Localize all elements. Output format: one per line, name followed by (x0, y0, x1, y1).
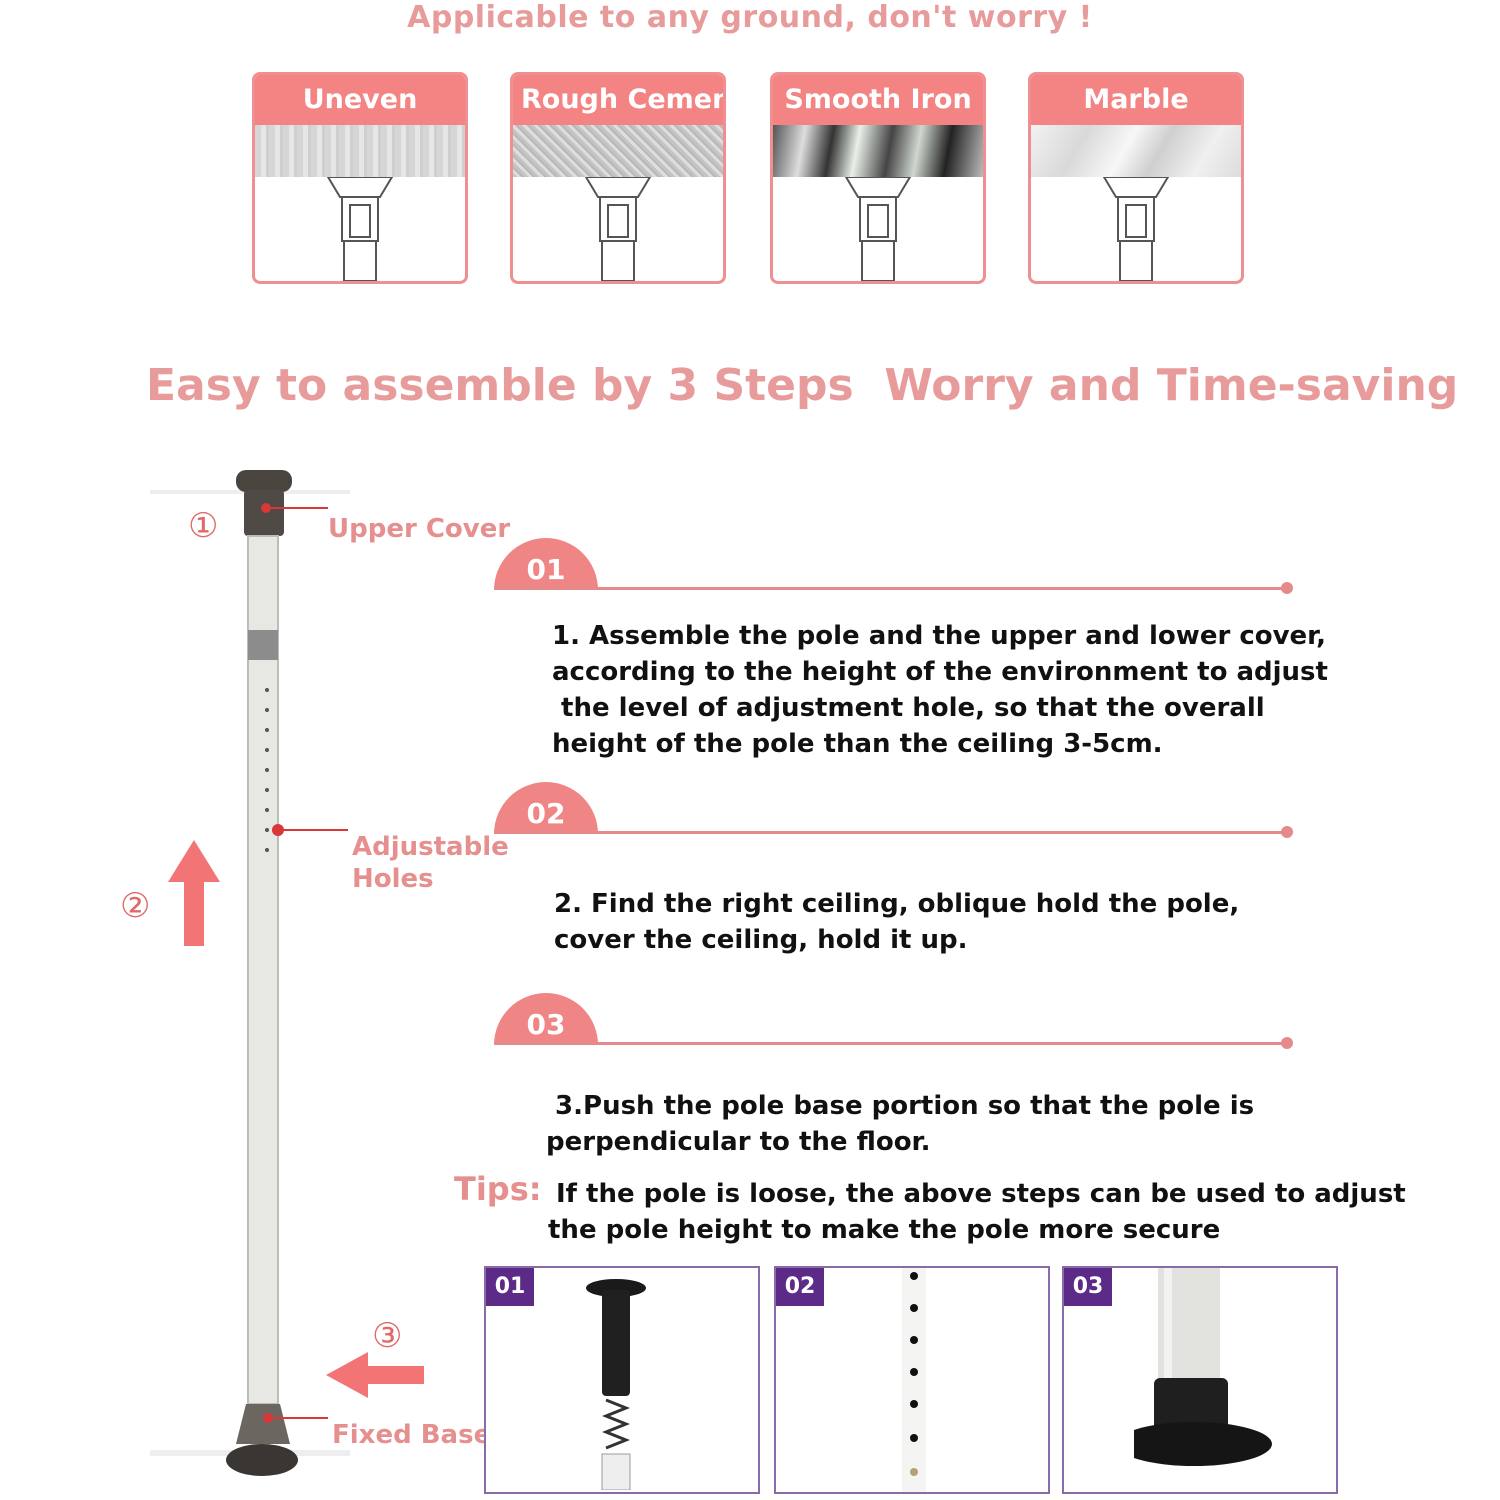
step-badge-03: 03 (494, 993, 598, 1045)
top-heading: Applicable to any ground, don't worry ! (407, 0, 1093, 35)
adjustment-holes-icon (902, 1268, 926, 1492)
surface-texture (1031, 125, 1241, 177)
thumbnail-01: 01 (484, 1266, 760, 1494)
step-text-03: 3.Push the pole base portion so that the… (546, 1091, 1255, 1157)
surface-card-smooth-iron: Smooth Iron (770, 72, 986, 284)
arrow-left-icon (326, 1352, 424, 1398)
step-divider-01 (494, 587, 1286, 590)
surface-label: Marble (1031, 75, 1241, 125)
upper-cover-spring-icon (586, 1279, 646, 1490)
tips-text-line2: the pole height to make the pole more se… (548, 1215, 1221, 1245)
step-divider-dot (1281, 1037, 1293, 1049)
fixed-base-icon (1134, 1268, 1272, 1466)
pole-foot-icon (584, 177, 652, 281)
adjustable-label-line2: Holes (352, 864, 434, 894)
thumbnail-03: 03 (1062, 1266, 1338, 1494)
step-badge-02: 02 (494, 782, 598, 834)
fixed-base-label: Fixed Base (332, 1420, 492, 1450)
pole-foot-icon (1102, 177, 1170, 281)
surface-label: Uneven (255, 75, 465, 125)
tips-text-line1: If the pole is loose, the above steps ca… (556, 1179, 1406, 1209)
tension-pole-illustration (150, 470, 350, 1476)
surface-texture (255, 125, 465, 177)
upper-cover-label: Upper Cover (328, 514, 511, 544)
step-divider-03 (494, 1042, 1286, 1045)
pole-foot-icon (844, 177, 912, 281)
surface-card-marble: Marble (1028, 72, 1244, 284)
step-marker-3: ③ (372, 1316, 403, 1356)
step-divider-dot (1281, 826, 1293, 838)
surface-label: Rough Cement (513, 75, 723, 125)
tips-label: Tips: (454, 1170, 542, 1208)
surface-card-rough-cement: Rough Cement (510, 72, 726, 284)
step-divider-dot (1281, 582, 1293, 594)
step-divider-02 (494, 831, 1286, 834)
surface-texture (773, 125, 983, 177)
pole-foot-icon (326, 177, 394, 281)
step-text-02: 2. Find the right ceiling, oblique hold … (554, 889, 1240, 955)
adjustable-label-line1: Adjustable (352, 832, 509, 862)
thumbnail-tag: 03 (1064, 1268, 1112, 1306)
surface-card-uneven: Uneven (252, 72, 468, 284)
main-heading: Easy to assemble by 3 Steps Worry and Ti… (146, 360, 1459, 411)
surface-label: Smooth Iron (773, 75, 983, 125)
arrow-up-icon (168, 840, 220, 946)
thumbnail-tag: 01 (486, 1268, 534, 1306)
step-marker-1: ① (188, 506, 219, 546)
step-badge-01: 01 (494, 538, 598, 590)
step-marker-2: ② (120, 886, 151, 926)
step-text-01: 1. Assemble the pole and the upper and l… (552, 621, 1328, 759)
thumbnail-tag: 02 (776, 1268, 824, 1306)
surface-texture (513, 125, 723, 177)
adjustable-holes-label: Adjustable Holes (352, 832, 509, 894)
thumbnail-02: 02 (774, 1266, 1050, 1494)
